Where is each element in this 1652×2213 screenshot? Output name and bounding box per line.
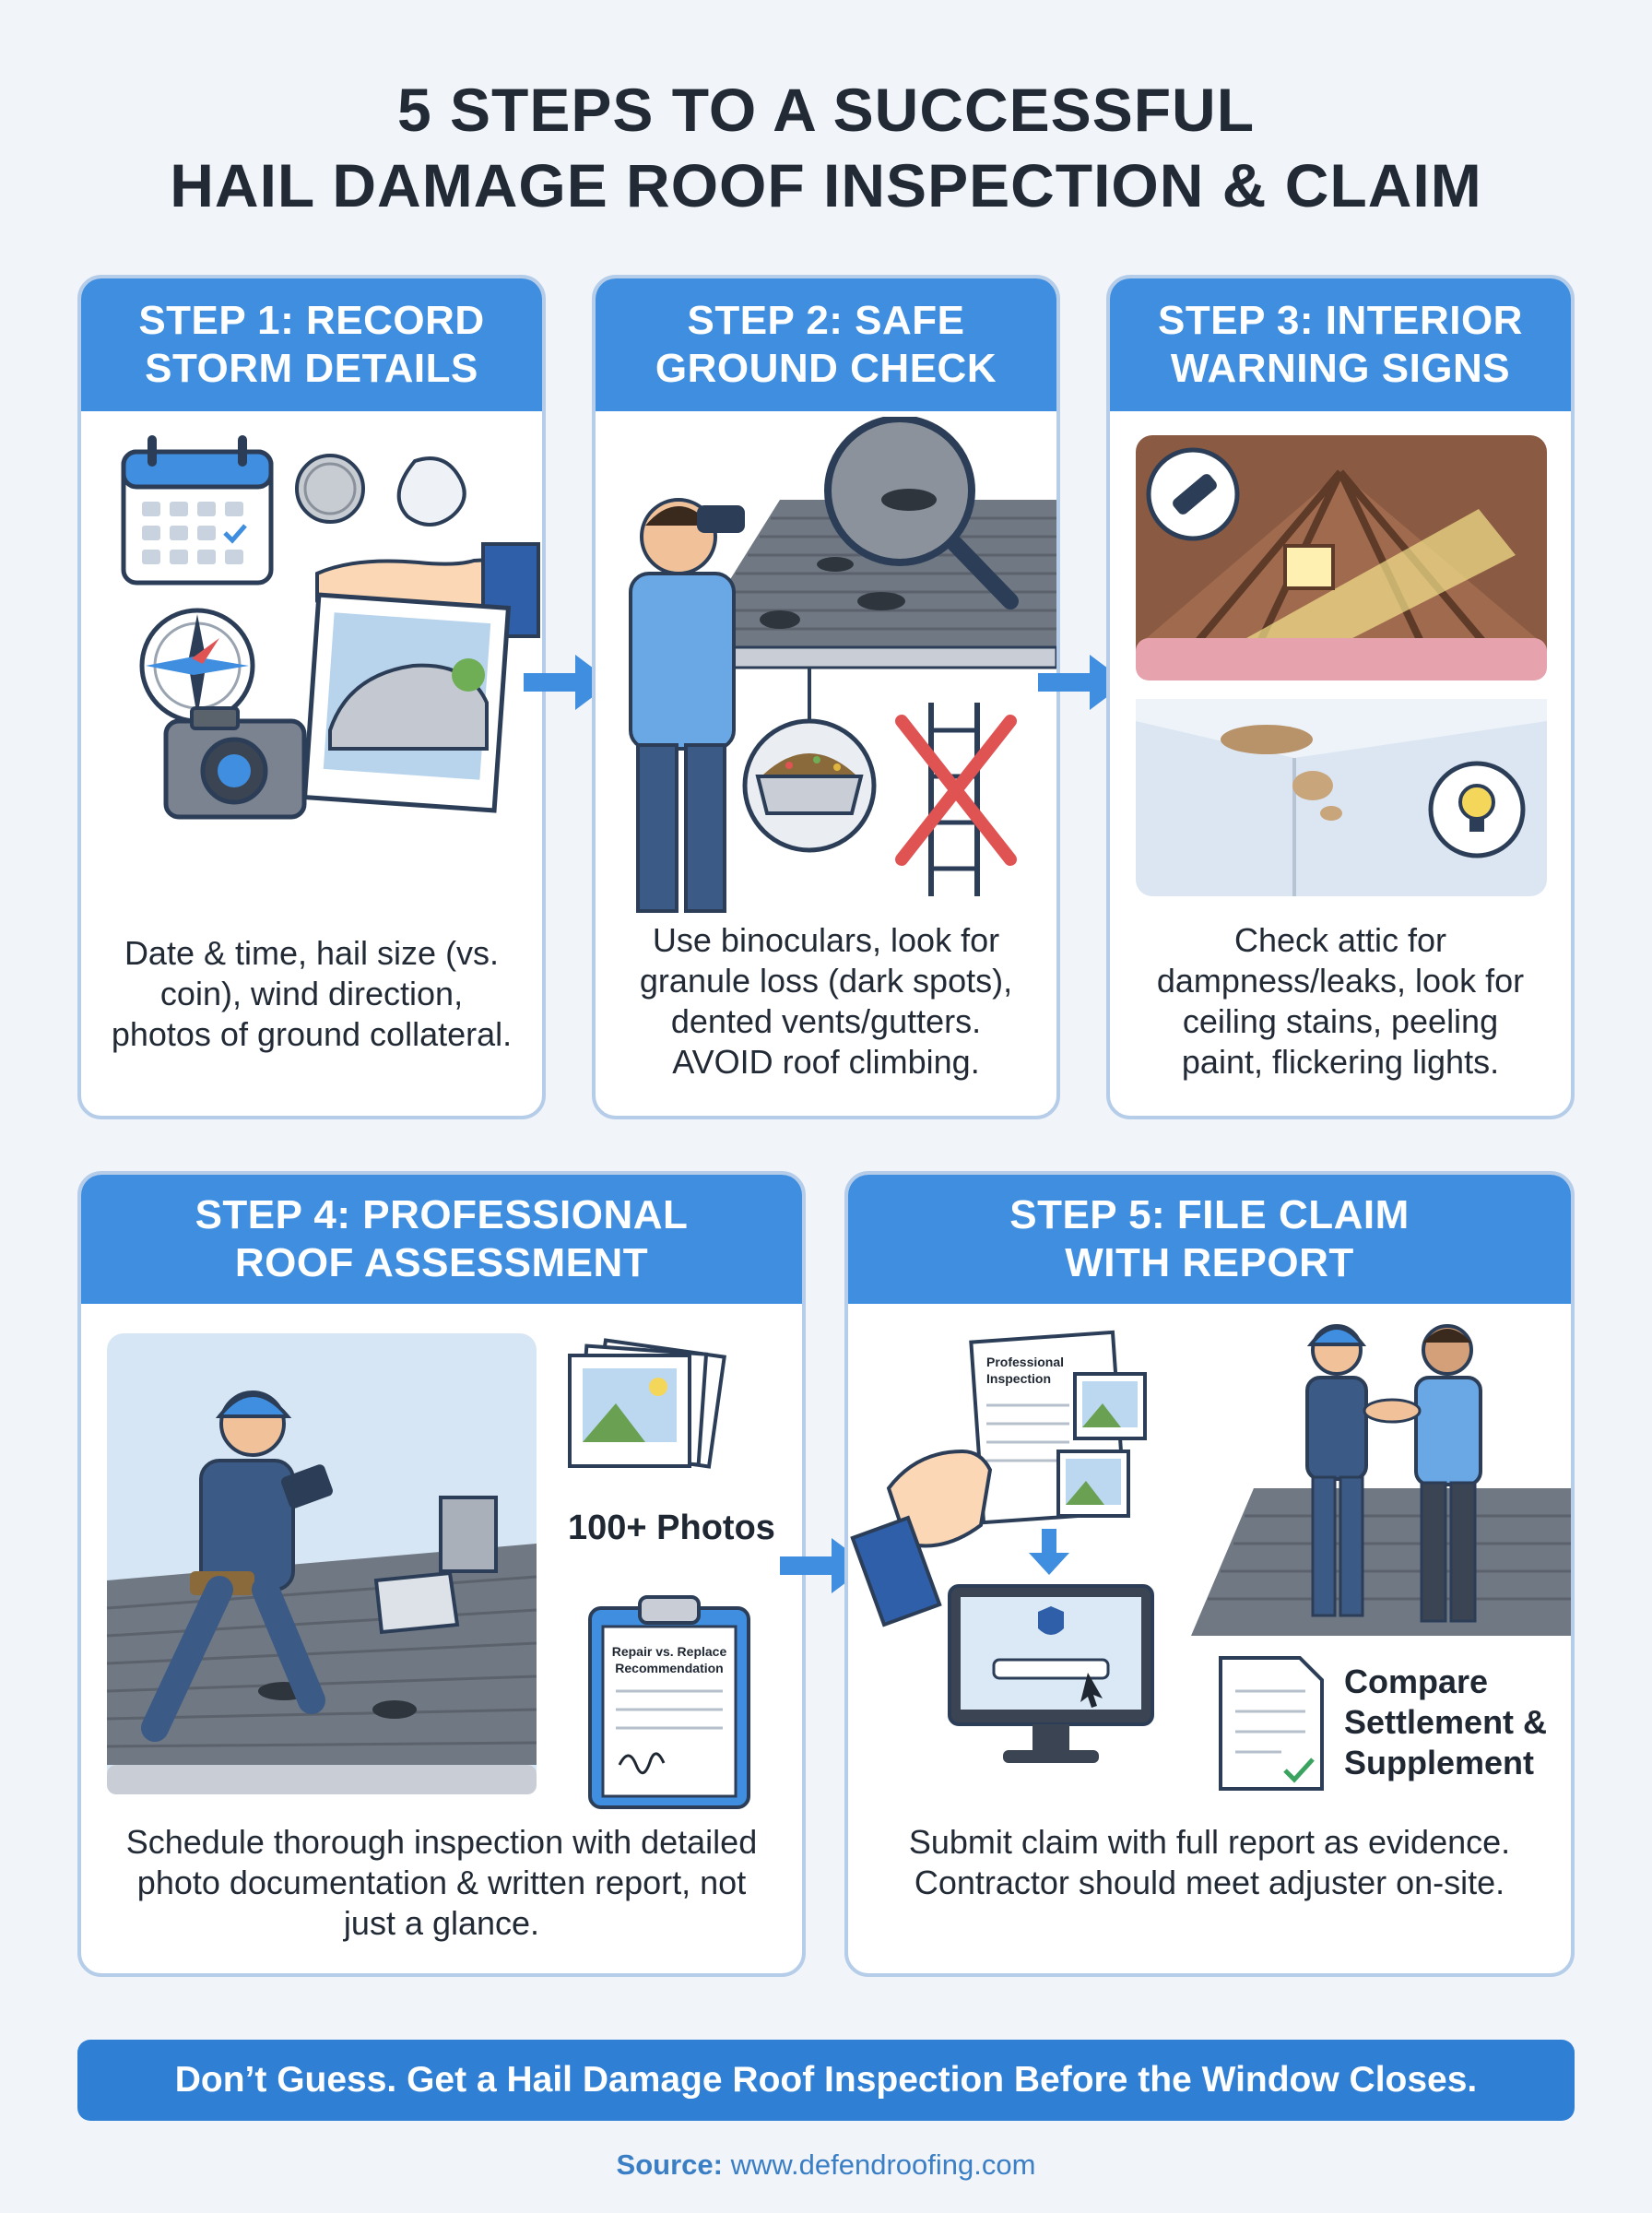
compass-icon bbox=[139, 608, 255, 724]
compare-line-1: Compare bbox=[1344, 1663, 1489, 1700]
step-5-description: Submit claim with full report as evidenc… bbox=[908, 1823, 1511, 1901]
gutter-granules-icon bbox=[742, 668, 877, 853]
step-5-header-line-2: WITH REPORT bbox=[1065, 1240, 1354, 1285]
compare-label: Compare Settlement & Supplement bbox=[1344, 1662, 1547, 1783]
ceiling-stain bbox=[1136, 699, 1547, 896]
handshake-scene bbox=[1191, 1324, 1571, 1636]
down-arrow-icon bbox=[1029, 1529, 1069, 1575]
step-1-illustration bbox=[121, 435, 540, 820]
step-5-header-line-1: STEP 5: FILE CLAIM bbox=[1009, 1192, 1410, 1237]
step-3-description: Check attic for dampness/leaks, look for… bbox=[1156, 921, 1525, 1081]
coin-icon bbox=[295, 454, 365, 524]
step-4-description: Schedule thorough inspection with detail… bbox=[125, 1823, 758, 1942]
compare-line-3: Supplement bbox=[1344, 1744, 1535, 1781]
step-2-header-line-1: STEP 2: SAFE bbox=[687, 298, 965, 343]
step-4-header-line-2: ROOF ASSESSMENT bbox=[234, 1240, 649, 1285]
roof-inspector-scene bbox=[106, 1333, 537, 1794]
source-url[interactable]: www.defendroofing.com bbox=[730, 2148, 1036, 2181]
title-line-1: 5 STEPS TO A SUCCESSFUL bbox=[396, 76, 1256, 144]
page-title: 5 STEPS TO A SUCCESSFUL HAIL DAMAGE ROOF… bbox=[0, 72, 1652, 223]
monitor-portal-icon bbox=[948, 1584, 1154, 1763]
step-4-header-line-1: STEP 4: PROFESSIONAL bbox=[195, 1192, 689, 1237]
step-2-header-line-2: GROUND CHECK bbox=[655, 346, 997, 391]
clipboard-icon: Repair vs. Replace Recommendation bbox=[588, 1595, 750, 1809]
step-2-header: STEP 2: SAFE GROUND CHECK bbox=[596, 278, 1056, 411]
compare-document-icon bbox=[1219, 1656, 1324, 1791]
step-2-illustration bbox=[629, 417, 1056, 913]
clipboard-line-1: Repair vs. Replace bbox=[612, 1644, 727, 1659]
step-1-header-line-2: STORM DETAILS bbox=[145, 346, 478, 391]
step-5-illustration: Professional Inspection bbox=[850, 1324, 1571, 1791]
attic-flashlight bbox=[1136, 435, 1547, 680]
step-3-card: STEP 3: INTERIOR WARNING SIGNS bbox=[1106, 275, 1575, 1119]
step-1-description: Date & time, hail size (vs. coin), wind … bbox=[111, 934, 513, 1053]
person-binoculars bbox=[629, 498, 745, 913]
source-label: Source: bbox=[616, 2148, 723, 2181]
arrow-step-2-to-3 bbox=[1038, 655, 1127, 710]
step-1-header-line-1: STEP 1: RECORD bbox=[138, 298, 485, 343]
report-document-icon: Professional Inspection bbox=[850, 1330, 1147, 1627]
photos-label: 100+ Photos bbox=[568, 1509, 775, 1547]
step-2-description: Use binoculars, look for granule loss (d… bbox=[639, 921, 1013, 1081]
dented-car-photo bbox=[301, 592, 512, 813]
step-3-header-line-2: WARNING SIGNS bbox=[1170, 346, 1511, 391]
calendar-icon bbox=[121, 435, 274, 586]
magnifier-icon bbox=[824, 417, 1019, 609]
step-2-card: STEP 2: SAFE GROUND CHECK bbox=[592, 275, 1060, 1119]
camera-icon bbox=[163, 706, 307, 820]
no-ladder-icon bbox=[895, 703, 1017, 896]
compare-line-2: Settlement & bbox=[1344, 1703, 1548, 1741]
roof-shingles bbox=[686, 500, 1056, 669]
step-4-illustration: Repair vs. Replace Recommendation bbox=[106, 1333, 750, 1809]
document-line-2: Inspection bbox=[986, 1371, 1051, 1386]
hailstone-icon bbox=[396, 456, 466, 527]
step-3-illustration bbox=[1136, 435, 1547, 896]
lightbulb-icon bbox=[1428, 761, 1526, 858]
step-3-header: STEP 3: INTERIOR WARNING SIGNS bbox=[1110, 278, 1571, 411]
photos-stack-icon bbox=[568, 1338, 726, 1469]
call-to-action-banner: Don’t Guess. Get a Hail Damage Roof Insp… bbox=[77, 2040, 1575, 2121]
title-line-2: HAIL DAMAGE ROOF INSPECTION & CLAIM bbox=[170, 151, 1482, 219]
source-line: Source: www.defendroofing.com bbox=[0, 2148, 1652, 2182]
step-5-card: STEP 5: FILE CLAIM WITH REPORT Professio… bbox=[844, 1171, 1575, 1977]
arrow-step-1-to-2 bbox=[524, 655, 612, 710]
clipboard-line-2: Recommendation bbox=[615, 1661, 723, 1675]
step-5-header: STEP 5: FILE CLAIM WITH REPORT bbox=[848, 1175, 1571, 1304]
step-3-header-line-1: STEP 3: INTERIOR bbox=[1158, 298, 1523, 343]
document-line-1: Professional bbox=[986, 1355, 1064, 1369]
step-4-card: STEP 4: PROFESSIONAL ROOF ASSESSMENT bbox=[77, 1171, 806, 1977]
step-4-header: STEP 4: PROFESSIONAL ROOF ASSESSMENT bbox=[81, 1175, 802, 1304]
step-1-card: STEP 1: RECORD STORM DETAILS bbox=[77, 275, 546, 1119]
step-1-header: STEP 1: RECORD STORM DETAILS bbox=[81, 278, 542, 411]
